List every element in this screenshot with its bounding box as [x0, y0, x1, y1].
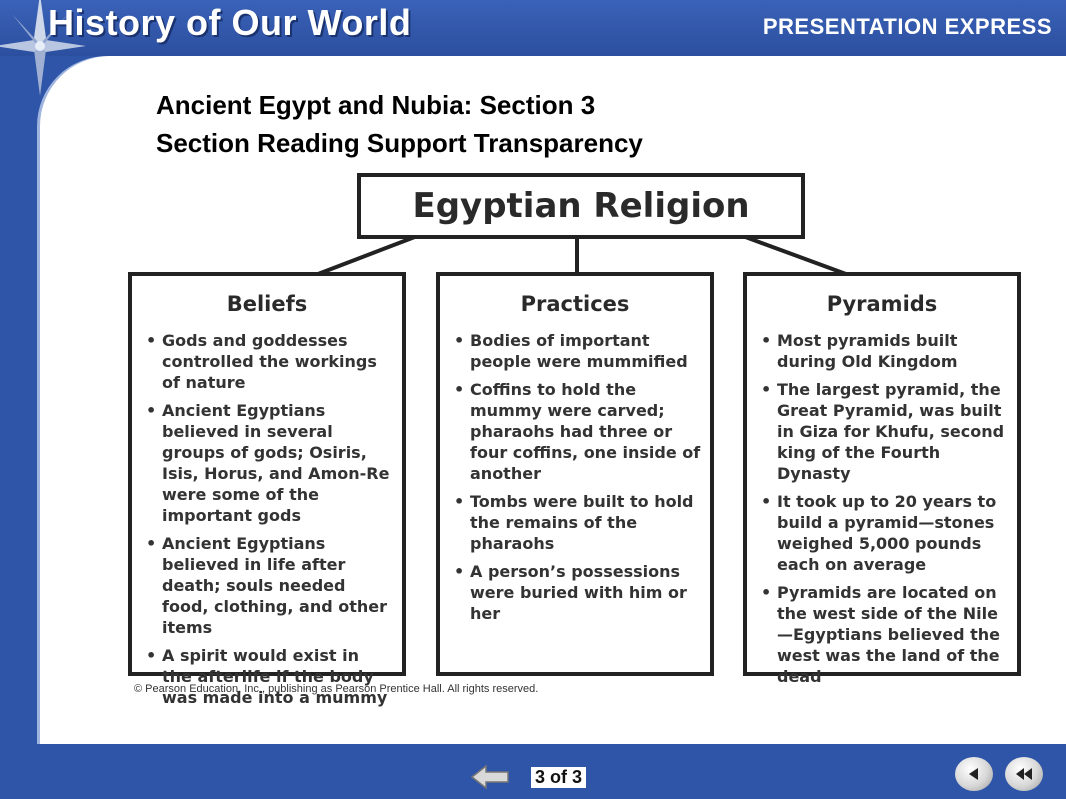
column-heading: Beliefs [226, 292, 308, 316]
list-item: Coffins to hold the mummy were carved; p… [452, 379, 702, 484]
list-item: Pyramids are located on the west side of… [759, 582, 1009, 687]
bullet-list: Gods and goddesses controlled the workin… [132, 330, 402, 708]
compass-rose-icon [0, 0, 86, 96]
list-item: Bodies of important people were mummifie… [452, 330, 702, 372]
slide-title-line-2: Section Reading Support Transparency [156, 128, 643, 158]
list-item: A person’s possessions were buried with … [452, 561, 702, 624]
column-practices: Practices Bodies of important people wer… [436, 272, 714, 676]
slide-title: Ancient Egypt and Nubia: Section 3 Secti… [156, 86, 643, 162]
diagram-root-box: Egyptian Religion [357, 173, 805, 239]
column-heading: Pyramids [826, 292, 938, 316]
column-heading: Practices [520, 292, 630, 316]
list-item: Ancient Egyptians believed in life after… [144, 533, 394, 638]
return-arrow-icon[interactable] [470, 764, 510, 790]
list-item: Tombs were built to hold the remains of … [452, 491, 702, 554]
bullet-list: Bodies of important people were mummifie… [440, 330, 710, 624]
column-pyramids: Pyramids Most pyramids built during Old … [743, 272, 1021, 686]
list-item: A spirit would exist in the afterlife if… [144, 645, 394, 708]
list-item: Most pyramids built during Old Kingdom [759, 330, 1009, 372]
list-item: Gods and goddesses controlled the workin… [144, 330, 394, 393]
header-bar: History of Our World PRESENTATION EXPRES… [0, 0, 1066, 96]
bullet-list: Most pyramids built during Old Kingdom T… [747, 330, 1017, 687]
list-item: The largest pyramid, the Great Pyramid, … [759, 379, 1009, 484]
previous-slide-button[interactable] [955, 757, 993, 791]
page-indicator: 3 of 3 [531, 767, 587, 788]
column-beliefs: Beliefs Gods and goddesses controlled th… [128, 272, 406, 707]
presentation-label: PRESENTATION EXPRESS [762, 14, 1052, 39]
list-item: It took up to 20 years to build a pyrami… [759, 491, 1009, 575]
triangle-left-icon [969, 768, 978, 780]
slide-title-line-1: Ancient Egypt and Nubia: Section 3 [156, 90, 596, 120]
copyright-notice: © Pearson Education, Inc., publishing as… [134, 683, 539, 695]
brand-title: History of Our World [48, 2, 412, 43]
double-triangle-left-icon [1016, 768, 1032, 780]
first-slide-button[interactable] [1005, 757, 1043, 791]
list-item: Ancient Egyptians believed in several gr… [144, 400, 394, 526]
